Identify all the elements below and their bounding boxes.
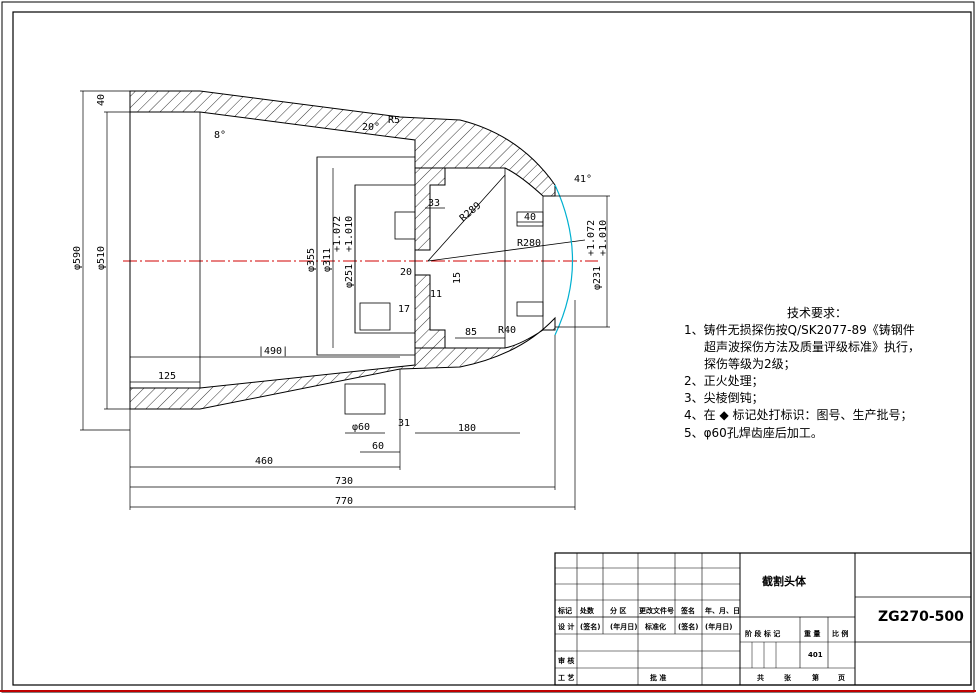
hub-section-upper: [414, 167, 446, 251]
dim-15: 15: [452, 272, 463, 284]
dim-d251: φ251: [344, 264, 355, 288]
dim-20: 20: [400, 267, 412, 278]
tb-design-sign: (签名): [580, 622, 600, 631]
dim-40-top: 40: [96, 94, 107, 106]
dim-17: 17: [398, 304, 410, 315]
tb-total: 共: [757, 673, 764, 682]
tech-req-item-1b: 超声波探伤方法及质量评级标准》执行，: [704, 339, 920, 354]
dim-d311: φ311: [322, 248, 333, 272]
dim-180: 180: [458, 423, 476, 434]
dim-d355: φ355: [306, 248, 317, 272]
part-name: 截割头体: [762, 574, 807, 588]
dim-31: 31: [398, 418, 410, 429]
dim-770: 770: [335, 496, 353, 507]
inner-frame: [12, 11, 972, 686]
keyway-upper: [394, 211, 416, 240]
dim-d510: φ510: [96, 246, 107, 270]
dim-tol-zero: +1.010: [344, 216, 355, 252]
dim-33: 33: [428, 198, 440, 209]
tb-h-date: 年、月、日: [705, 606, 740, 615]
tb-standard-date: (年月日): [705, 622, 732, 631]
tb-no: 第: [812, 673, 819, 682]
hole-60: [344, 383, 386, 415]
end-spherical-arc: [554, 184, 573, 336]
slot-right-lower: [516, 301, 544, 317]
tb-h-zone: 分 区: [610, 606, 626, 615]
dim-tol-zero-right: +1.010: [598, 220, 609, 256]
tb-standard: 标准化: [644, 622, 666, 631]
tb-approve: 批 准: [650, 673, 666, 682]
slot-right-upper: [516, 211, 544, 227]
dim-490: |490|: [258, 346, 288, 357]
tech-req-item-1c: 探伤等级为2级；: [704, 357, 796, 371]
horizontal-dim-lines: [129, 207, 576, 510]
tb-standard-sign: (签名): [678, 622, 698, 631]
tb-page: 页: [838, 674, 845, 682]
dim-d590: φ590: [72, 246, 83, 270]
dim-730: 730: [335, 476, 353, 487]
upper-wall-section: [129, 90, 556, 197]
tech-req-item-2: 2、正火处理；: [684, 374, 764, 388]
tech-req-item-3: 3、尖棱倒钝；: [684, 390, 764, 405]
drawing-number: ZG270-500: [878, 609, 964, 625]
dim-125: 125: [158, 371, 176, 382]
dim-40: 40: [524, 212, 536, 223]
hub-section-lower: [414, 274, 446, 349]
dim-tol-plus: +1.072: [332, 216, 343, 252]
lower-wall-section: [129, 316, 556, 410]
tech-req-item-4: 4、在 ◆ 标记处打标识：图号、生产批号；: [684, 407, 913, 422]
tb-process: 工 艺: [558, 673, 574, 682]
tb-stage-mark: 阶 段 标 记: [745, 629, 780, 638]
dim-460: 460: [255, 456, 273, 467]
tb-design-date: (年月日): [610, 622, 637, 631]
dim-ang20: 20°: [362, 122, 380, 133]
vertical-dim-lines: [80, 90, 610, 431]
title-block: [554, 552, 972, 686]
dim-d60-hole: φ60: [352, 422, 370, 433]
dim-60: 60: [372, 441, 384, 452]
tb-review: 审 核: [558, 656, 574, 665]
dim-85: 85: [465, 327, 477, 338]
tb-h-sign: 签名: [680, 606, 695, 615]
keyway-lower: [359, 302, 391, 331]
weight-value: 401: [808, 651, 823, 659]
dim-ang41: 41°: [574, 174, 592, 185]
r280-line: [427, 239, 586, 262]
tb-h-mark: 标记: [557, 606, 572, 615]
tech-req-item-1: 1、铸件无损探伤按Q/SK2077-89《铸钢件: [684, 322, 915, 337]
tech-req-item-5: 5、φ60孔焊齿座后加工。: [684, 425, 823, 440]
tb-scale: 比 例: [832, 629, 848, 638]
tb-h-count: 处数: [579, 606, 595, 615]
dim-r40: R40: [498, 325, 516, 336]
tb-weight: 重 量: [804, 629, 820, 638]
dim-11: 11: [430, 289, 442, 300]
dim-ang8: 8°: [214, 130, 226, 141]
dim-r280: R280: [517, 238, 541, 249]
dim-tol-plus-right: +1.072: [586, 220, 597, 256]
dim-d231: φ231: [592, 266, 603, 290]
tb-h-change: 更改文件号: [639, 606, 674, 615]
technical-requirements: 技术要求： 1、铸件无损探伤按Q/SK2077-89《铸钢件 超声波探伤方法及质…: [684, 306, 920, 440]
r289-line: [427, 174, 506, 262]
tb-sheet: 张: [784, 673, 792, 682]
tech-req-title: 技术要求：: [787, 306, 847, 320]
tb-design: 设 计: [558, 622, 574, 631]
dim-r5: R5: [388, 115, 400, 126]
